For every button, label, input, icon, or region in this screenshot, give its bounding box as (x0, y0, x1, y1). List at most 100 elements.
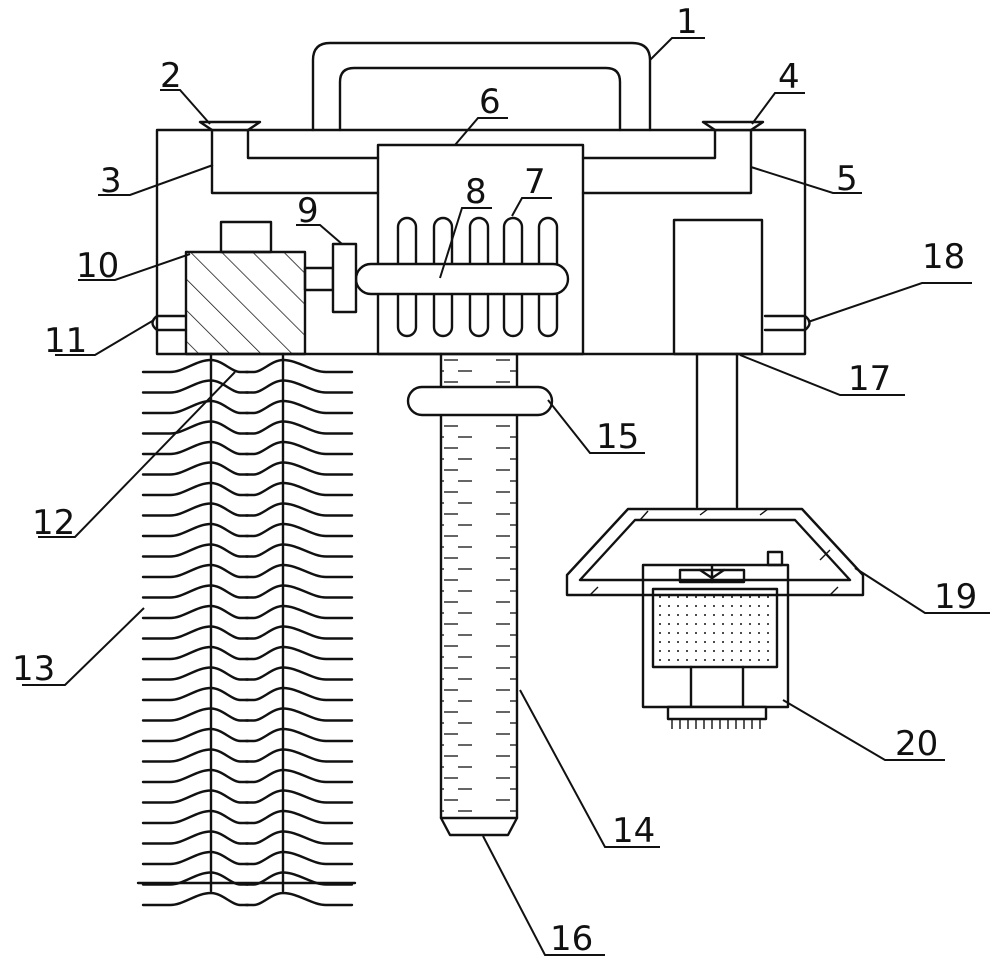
reference-numerals: 1 2 3 4 5 6 7 8 9 10 11 12 13 14 15 16 1… (12, 2, 977, 959)
bristle (209, 379, 250, 394)
label-8: 8 (465, 172, 487, 212)
bristle (141, 481, 213, 497)
bristle (244, 563, 285, 579)
nozzle (439, 816, 519, 837)
label-9: 9 (297, 191, 319, 231)
bristle (209, 686, 250, 702)
motor (184, 220, 307, 356)
bristle (244, 871, 285, 886)
bristle (141, 543, 213, 558)
bristle (141, 358, 213, 374)
bristle (141, 891, 213, 907)
bristle (281, 502, 354, 517)
bristle (281, 399, 354, 415)
label-19: 19 (934, 577, 977, 617)
bristle (209, 727, 250, 743)
bristle (209, 666, 250, 681)
handle (311, 41, 652, 132)
bristle (141, 645, 213, 661)
bristle (244, 727, 285, 743)
bristle (209, 830, 250, 845)
bristle (141, 502, 213, 517)
bristle (281, 604, 354, 620)
side-connector-right (763, 314, 811, 332)
bristle (141, 666, 213, 681)
hood (565, 507, 865, 597)
bristle (209, 789, 250, 804)
bristle (281, 481, 354, 497)
bristle (209, 625, 250, 640)
bristle (244, 645, 285, 661)
bristle (209, 707, 250, 722)
bristle (141, 686, 213, 702)
bristle (209, 461, 250, 476)
bristle (244, 481, 285, 497)
bristle (209, 809, 250, 825)
label-6: 6 (479, 82, 501, 122)
bristle (209, 543, 250, 558)
cleaning-unit (641, 550, 790, 729)
bristle (281, 358, 354, 374)
bristle (244, 461, 285, 476)
bristle (209, 563, 250, 579)
label-11: 11 (44, 321, 87, 361)
bristle (209, 481, 250, 497)
bristle (244, 420, 285, 435)
bristle (209, 604, 250, 620)
label-1: 1 (676, 2, 698, 42)
bristle (141, 625, 213, 640)
bristle (244, 789, 285, 804)
bristle (281, 666, 354, 681)
bristle (244, 891, 285, 907)
label-12: 12 (32, 503, 75, 543)
bristle (209, 768, 250, 784)
label-17: 17 (848, 359, 891, 399)
label-14: 14 (612, 811, 655, 851)
support-rod (695, 352, 739, 509)
bristle (244, 584, 285, 599)
bristle (244, 522, 285, 538)
label-10: 10 (76, 246, 119, 286)
bristle (141, 604, 213, 620)
label-13: 13 (12, 649, 55, 689)
bristle (281, 522, 354, 538)
bristle (141, 727, 213, 743)
bristle (141, 789, 213, 804)
bristle (281, 686, 354, 702)
bristle (141, 830, 213, 845)
bristle (209, 850, 250, 866)
bristle (141, 563, 213, 579)
valve-ring (406, 385, 554, 417)
bristle (244, 707, 285, 722)
bristle (209, 584, 250, 599)
bristle (244, 768, 285, 784)
bristle (281, 809, 354, 825)
bristle (141, 809, 213, 825)
label-20: 20 (895, 724, 938, 764)
bristle (281, 645, 354, 661)
feed-channel (210, 128, 753, 195)
bristle (281, 871, 354, 886)
bristle (281, 420, 354, 435)
controller-box (672, 218, 764, 356)
bristle (244, 440, 285, 456)
label-3: 3 (100, 161, 122, 201)
bristle (281, 768, 354, 784)
bristle (209, 358, 250, 374)
leader-lines (22, 37, 990, 956)
bristle (281, 789, 354, 804)
bristle (209, 748, 250, 763)
label-5: 5 (836, 159, 858, 199)
bristle (141, 707, 213, 722)
bristle (244, 809, 285, 825)
bristle (244, 748, 285, 763)
bristle (244, 666, 285, 681)
bristle (209, 645, 250, 661)
bristle (141, 584, 213, 599)
bristle (141, 440, 213, 456)
bristle (141, 871, 213, 886)
bristle (209, 399, 250, 415)
bristle (281, 625, 354, 640)
bristle (141, 768, 213, 784)
